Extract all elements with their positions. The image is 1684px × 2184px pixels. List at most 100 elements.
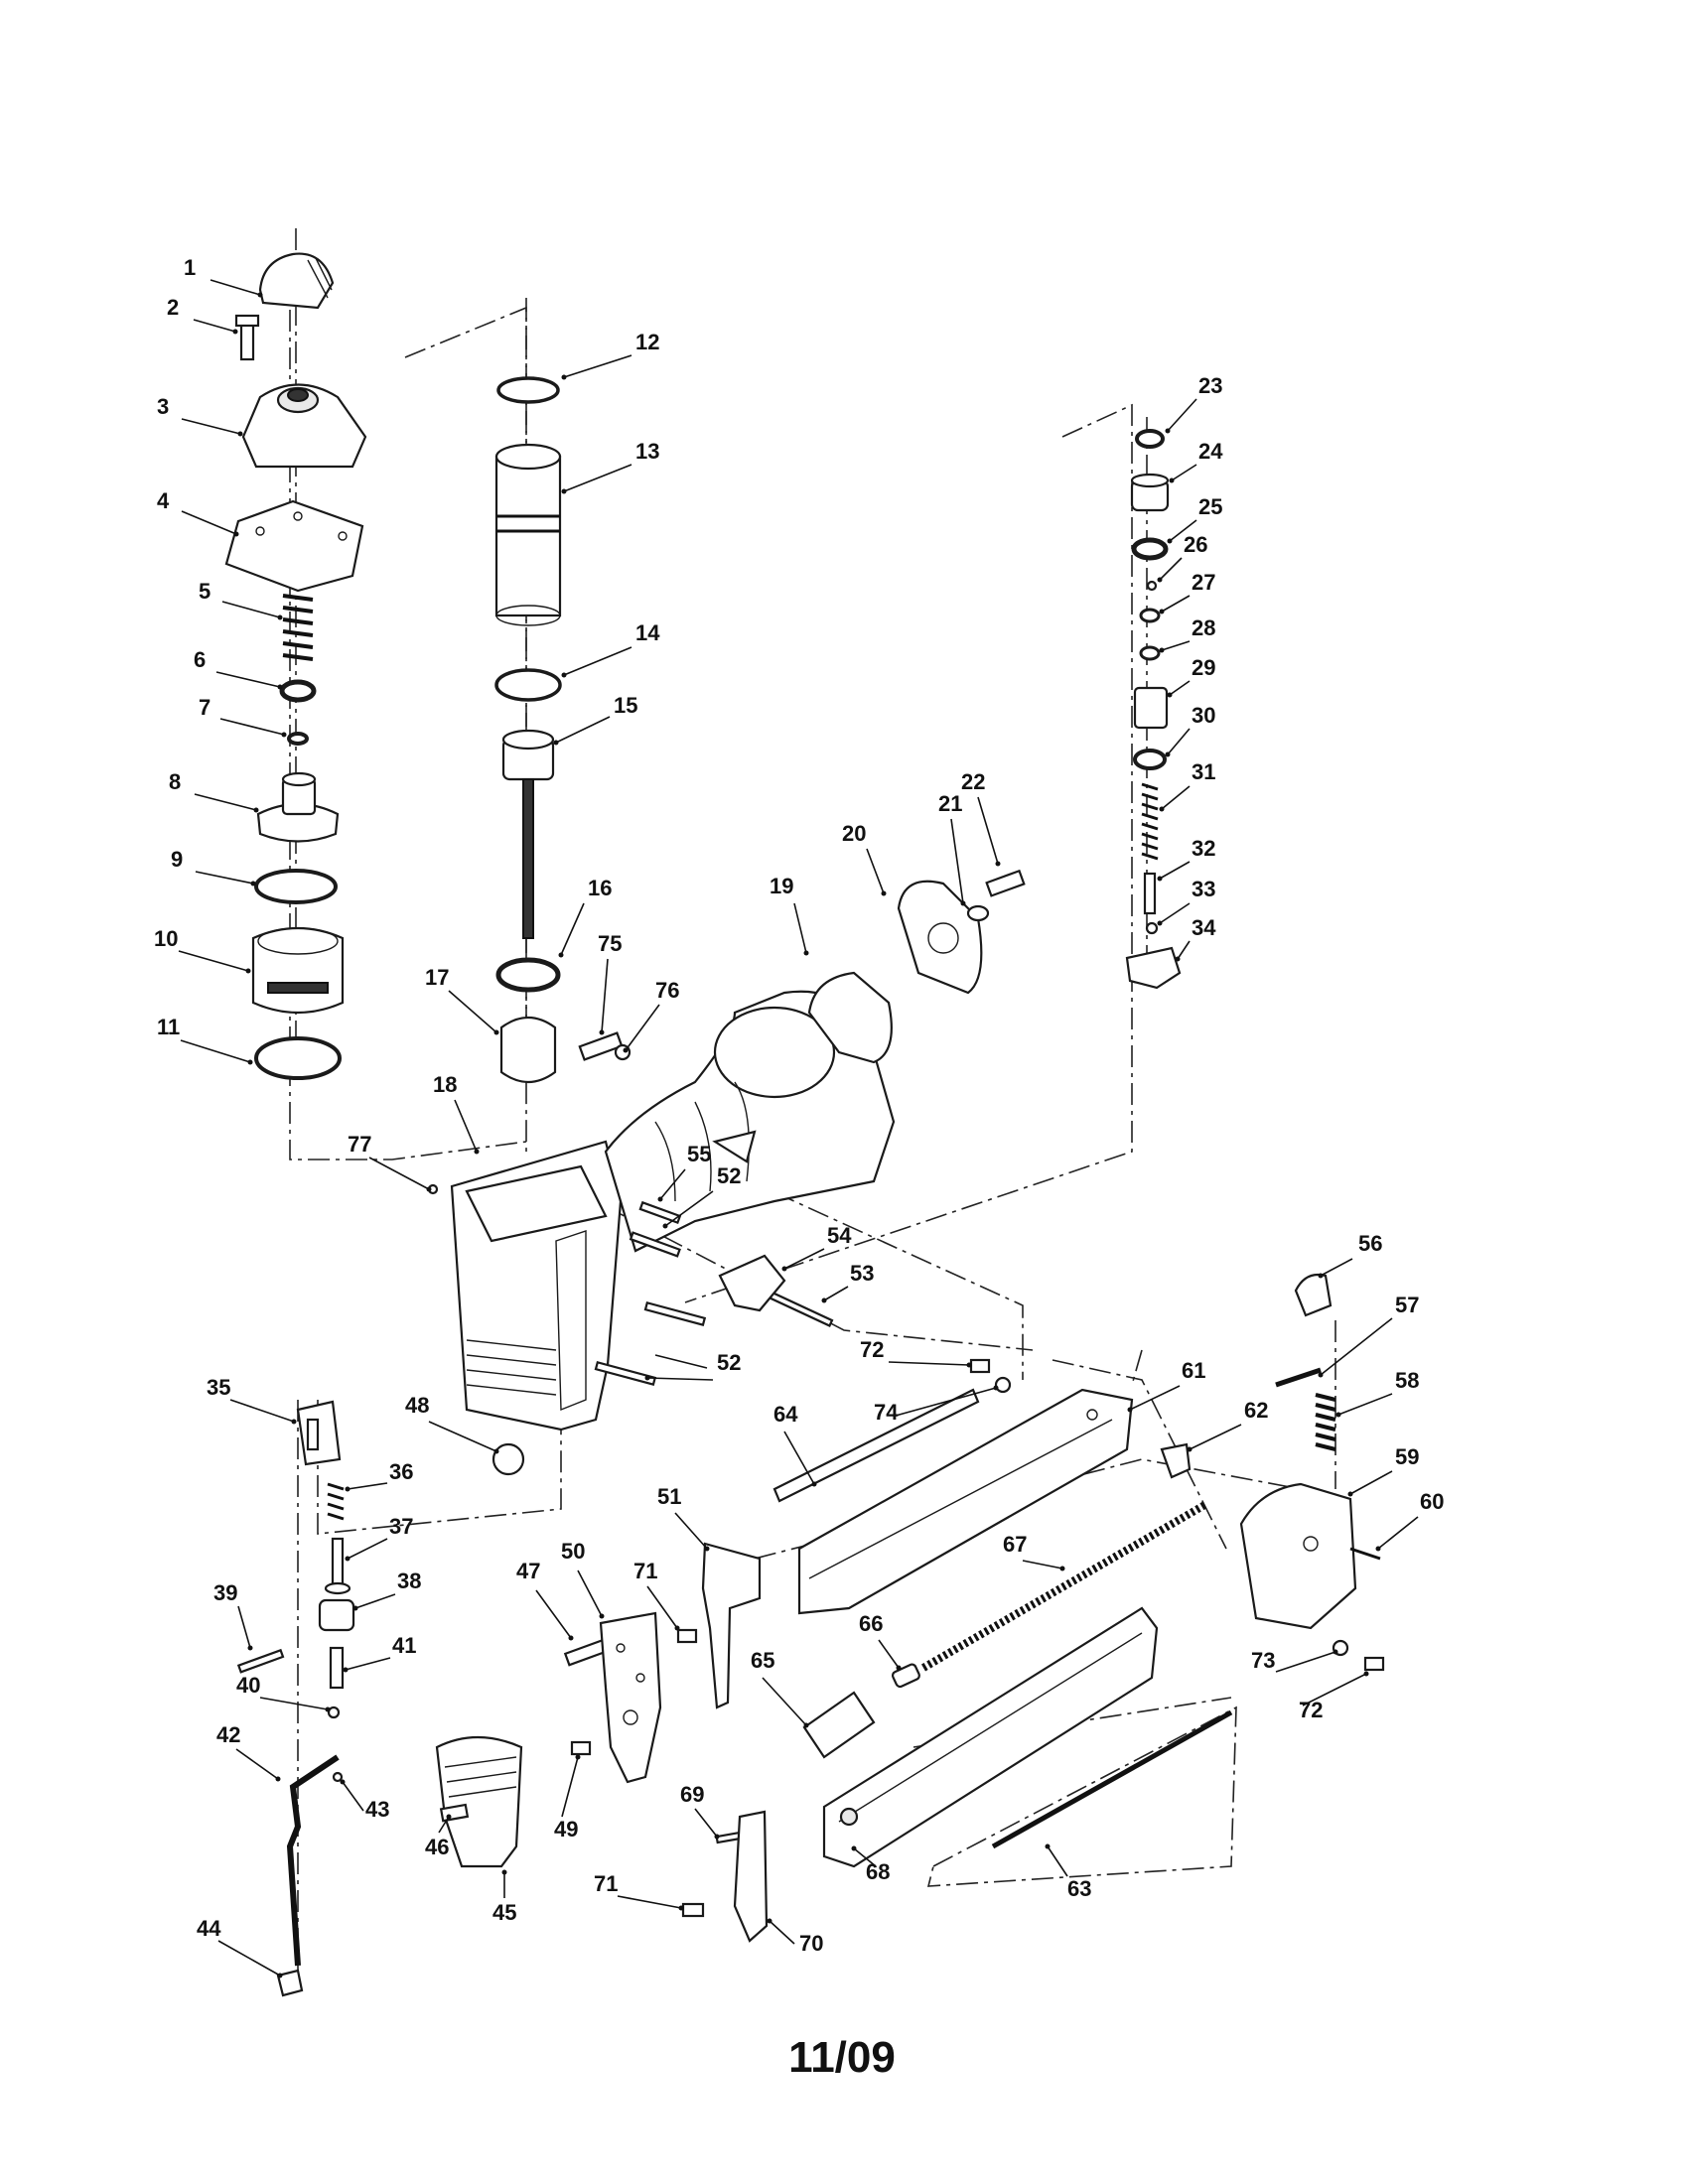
- leader-tip-7: [281, 732, 287, 738]
- part-label-25: 25: [1198, 494, 1222, 519]
- part-label-42: 42: [216, 1722, 240, 1747]
- leader-tip-54: [781, 1266, 787, 1272]
- leader-line-20: [866, 848, 885, 894]
- leader-line-72: [888, 1361, 970, 1366]
- part-label-39: 39: [213, 1580, 237, 1605]
- trigger-valve-parts: [1125, 429, 1182, 990]
- leader-tip-37: [345, 1556, 351, 1562]
- leader-line-52-b: [654, 1354, 708, 1369]
- magazine-nose-parts: [236, 1031, 1385, 1997]
- part-label-52: 52: [717, 1350, 741, 1375]
- leader-tip-27: [1159, 609, 1165, 614]
- part-label-48: 48: [405, 1393, 429, 1418]
- part-30-o-ring: [1133, 749, 1167, 770]
- part-label-53: 53: [850, 1261, 874, 1286]
- part-68-magazine-base: [822, 1606, 1159, 1868]
- part-40-ball: [327, 1706, 341, 1719]
- part-44-trip-foot: [276, 1969, 304, 1997]
- leader-line-24: [1171, 464, 1197, 481]
- part-65-pusher: [802, 1691, 876, 1759]
- part-54-trigger: [718, 1254, 786, 1312]
- leader-tip-24: [1169, 478, 1175, 483]
- leader-line-1: [210, 279, 261, 296]
- leader-line-21: [950, 818, 964, 904]
- leader-line-57: [1320, 1317, 1393, 1376]
- leader-tip-52: [662, 1223, 668, 1229]
- leader-line-41: [345, 1657, 391, 1671]
- part-label-30: 30: [1192, 703, 1215, 728]
- leader-tip-51: [704, 1546, 710, 1552]
- leader-line-12: [563, 354, 632, 378]
- leader-tip-48: [493, 1448, 499, 1454]
- leader-tip-5: [277, 614, 283, 620]
- part-label-20: 20: [842, 821, 866, 846]
- leader-line-3: [181, 418, 241, 435]
- part-51-bracket: [701, 1542, 762, 1709]
- part-label-52: 52: [717, 1163, 741, 1188]
- rear-cap-parts: [807, 869, 1026, 1064]
- part-label-9: 9: [171, 847, 183, 872]
- leader-line-59: [1349, 1470, 1393, 1495]
- part-label-4: 4: [157, 488, 170, 513]
- leader-tip-67: [1059, 1566, 1065, 1571]
- leader-tip-66: [896, 1665, 902, 1671]
- part-52-pin: [629, 1231, 681, 1258]
- leader-tip-46: [446, 1814, 452, 1820]
- leader-tip-74: [993, 1385, 999, 1391]
- leader-tip-19: [803, 950, 809, 956]
- leader-line-68: [853, 1847, 877, 1867]
- leader-tip-15: [553, 740, 559, 746]
- leader-line-30: [1167, 728, 1191, 755]
- part-19-gasket: [807, 971, 893, 1064]
- leader-line-44: [217, 1940, 281, 1977]
- part-label-1: 1: [184, 255, 196, 280]
- leader-tip-22: [995, 861, 1001, 867]
- part-7-o-ring: [287, 732, 309, 746]
- leader-tip-60: [1375, 1546, 1381, 1552]
- part-label-72: 72: [1299, 1698, 1323, 1722]
- part-75-screw: [578, 1031, 624, 1061]
- part-62-bracket: [1160, 1442, 1192, 1479]
- leader-line-23: [1167, 398, 1197, 432]
- leader-line-60: [1377, 1516, 1419, 1550]
- leader-line-5: [221, 601, 281, 618]
- part-18-housing: [450, 990, 896, 1432]
- leader-tip-62: [1187, 1446, 1193, 1452]
- part-label-6: 6: [194, 647, 206, 672]
- leader-line-35: [229, 1399, 295, 1423]
- part-label-46: 46: [425, 1835, 449, 1859]
- part-label-47: 47: [516, 1559, 540, 1583]
- part-label-29: 29: [1192, 655, 1215, 680]
- part-13-cylinder: [494, 455, 562, 617]
- part-label-33: 33: [1192, 877, 1215, 901]
- leader-tip-14: [561, 672, 567, 678]
- part-label-51: 51: [657, 1484, 681, 1509]
- leader-line-56: [1320, 1258, 1353, 1277]
- part-label-70: 70: [799, 1931, 823, 1956]
- part-label-74: 74: [874, 1400, 899, 1425]
- leader-line-73: [1275, 1651, 1336, 1673]
- leader-tip-38: [352, 1605, 358, 1611]
- part-53-pin: [765, 1290, 834, 1327]
- leader-tip-56: [1318, 1273, 1324, 1279]
- leader-tip-59: [1347, 1491, 1353, 1497]
- part-72-screw: [1363, 1656, 1385, 1672]
- leader-tip-20: [881, 890, 887, 896]
- leader-tip-61: [1127, 1407, 1133, 1413]
- leader-tip-45: [501, 1869, 507, 1875]
- leader-tip-47: [568, 1635, 574, 1641]
- part-25-o-ring: [1131, 537, 1169, 561]
- leader-tip-52: [644, 1375, 650, 1381]
- leader-line-52: [646, 1377, 714, 1381]
- leader-line-77: [368, 1157, 430, 1190]
- leader-tip-64: [811, 1481, 817, 1487]
- part-label-68: 68: [866, 1859, 890, 1884]
- leader-tip-2: [232, 329, 238, 335]
- leader-tip-71: [674, 1625, 680, 1631]
- leader-tip-36: [345, 1486, 351, 1492]
- part-11-o-ring: [254, 1036, 342, 1080]
- leader-line-71: [617, 1895, 682, 1909]
- leader-line-38: [354, 1593, 396, 1609]
- part-label-24: 24: [1198, 439, 1223, 464]
